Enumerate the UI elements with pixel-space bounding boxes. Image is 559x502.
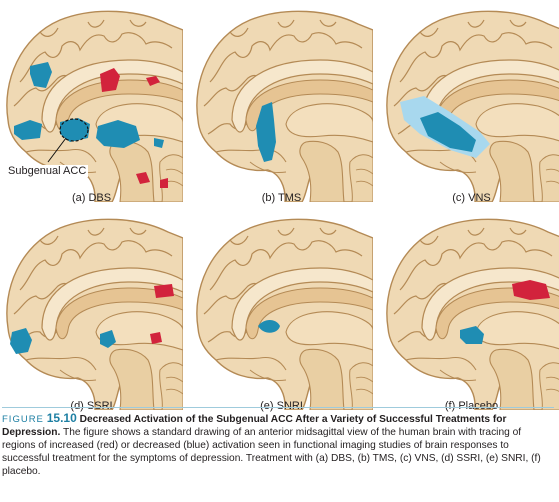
decreased-region [30,62,52,88]
increased-region [154,284,174,298]
decreased-region [14,120,42,140]
panel-tms: (b) TMS [190,2,373,204]
brain-diagram-snri [196,218,373,410]
increased-region [136,172,150,184]
decreased-region [100,330,116,348]
panel-label: (c) VNS [452,192,491,204]
panel-placebo: (f) Placebo [380,210,559,412]
subgenual-acc-label: Subgenual ACC [6,165,89,177]
brain-diagram-ssri [6,218,183,410]
panel-label: (e) SNRI [260,400,303,412]
annotation-leader [47,137,67,163]
panel-ssri: (d) SSRI [0,210,183,412]
increased-region [160,178,168,188]
brain-diagram-dbs [6,10,183,202]
caption-body: The figure shows a standard drawing of a… [2,427,541,477]
increased-region [150,332,162,344]
brain-diagram-placebo [386,218,559,410]
figure-caption: FIGURE 15.10 Decreased Activation of the… [2,412,554,478]
panel-dbs: Subgenual ACC (a) DBS [0,2,183,204]
caption-title: Decreased Activation of the Subgenual AC… [2,414,507,438]
subgenual-acc-outline [59,118,89,142]
panel-label: (d) SSRI [70,400,113,412]
decreased-region [96,120,140,148]
increased-region [146,76,160,86]
increased-region [512,280,550,300]
brain-diagram-vns [386,10,559,202]
decreased-region [10,328,32,354]
decreased-region [60,118,90,142]
panel-snri: (e) SNRI [190,210,373,412]
decreased-region [154,138,164,148]
decreased-region [258,320,280,333]
decreased-region [420,112,476,152]
figure-word: FIGURE [2,414,44,425]
brain-diagram-tms [196,10,373,202]
caption-rule [2,407,554,408]
panel-vns: (c) VNS [380,2,559,204]
decreased-region [460,326,484,344]
increased-region [100,68,120,92]
panel-label: (b) TMS [261,192,302,204]
decreased-region [256,102,276,162]
panel-label: (f) Placebo [444,400,499,412]
panel-label: (a) DBS [71,192,112,204]
figure-number: 15.10 [46,411,77,425]
